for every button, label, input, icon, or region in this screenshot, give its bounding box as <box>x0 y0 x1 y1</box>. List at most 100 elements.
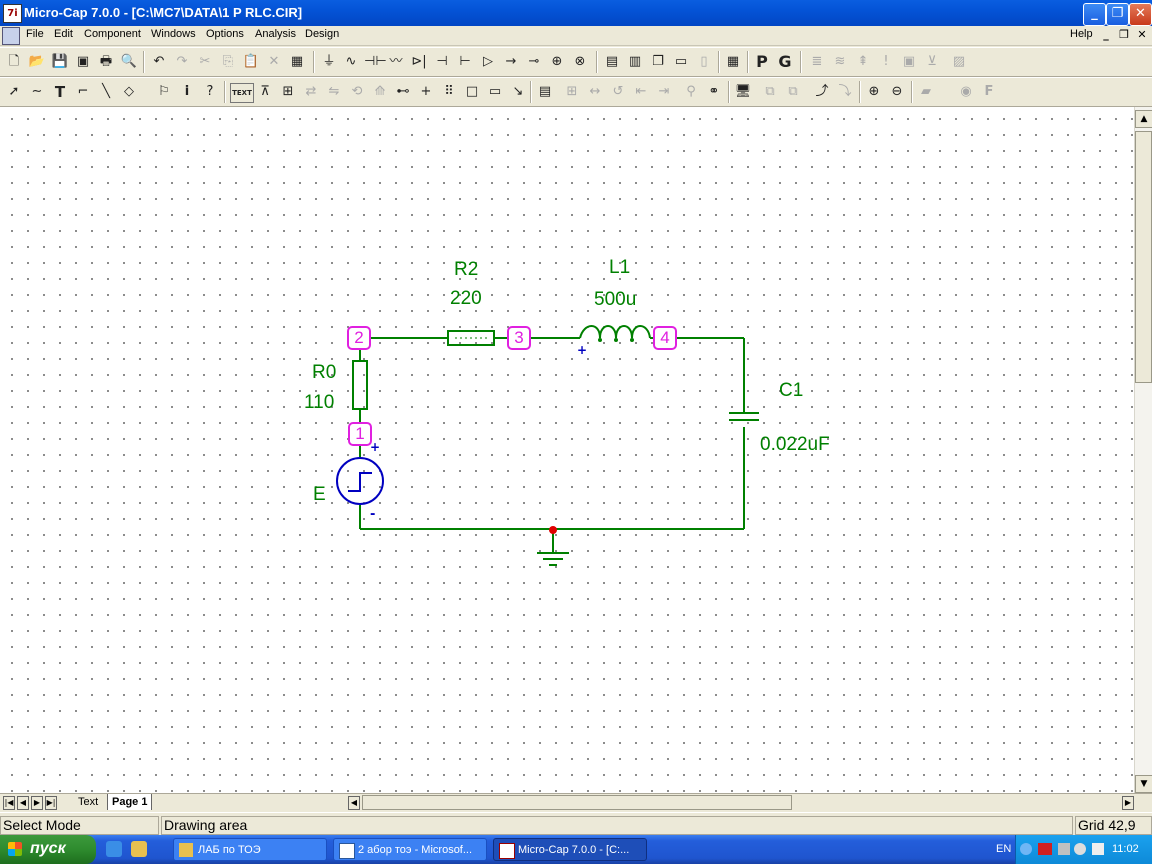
mdi-minimize-button[interactable]: _ <box>1103 28 1109 41</box>
battery-component-icon[interactable]: ⊣ <box>436 54 448 69</box>
select-all-icon[interactable]: ▦ <box>290 54 304 69</box>
title-block-icon[interactable]: ▭ <box>488 84 502 99</box>
copy-icon[interactable]: ⎘ <box>222 54 234 69</box>
border-icon[interactable]: □ <box>465 84 479 99</box>
scroll-up-button[interactable]: ▲ <box>1135 110 1152 128</box>
r2-value-label[interactable]: 220 <box>450 288 482 309</box>
ground-symbol[interactable] <box>537 552 569 566</box>
menu-edit[interactable]: Edit <box>54 28 73 40</box>
wires[interactable] <box>359 337 745 553</box>
p-letter-icon[interactable]: P <box>756 52 768 71</box>
vertical-scroll-thumb[interactable] <box>1135 131 1152 383</box>
g-letter-icon[interactable]: G <box>778 52 792 71</box>
monitor-icon[interactable]: 🖥 <box>734 84 752 99</box>
opamp-component-icon[interactable]: ▷ <box>483 54 493 69</box>
start-button[interactable]: пуск <box>0 835 96 864</box>
text-tool-icon[interactable]: T <box>54 83 66 101</box>
marker-icon[interactable]: ! <box>883 54 889 69</box>
minimize-button[interactable]: _ <box>1083 3 1106 26</box>
l1-value-label[interactable]: 500u <box>594 289 637 310</box>
rotate-left-icon[interactable]: ↺ <box>612 84 624 99</box>
scroll-down-button[interactable]: ▼ <box>1135 775 1152 793</box>
cascade-icon[interactable]: ❐ <box>652 54 664 69</box>
r0-name-label[interactable]: R0 <box>312 362 337 383</box>
capacitor-component-icon[interactable]: ⊣⊢ <box>364 54 387 69</box>
c1-name-label[interactable]: C1 <box>779 380 804 401</box>
resistor-r0[interactable] <box>352 360 368 410</box>
ie-quicklaunch-icon[interactable] <box>106 841 122 857</box>
ground-junction[interactable] <box>549 526 557 534</box>
ati-icon[interactable] <box>1038 843 1052 855</box>
horizontal-scroll-thumb[interactable] <box>362 795 792 810</box>
cut-icon[interactable]: ✂ <box>199 54 211 69</box>
return-icon[interactable]: ⤵ <box>838 84 852 99</box>
waveform-icon[interactable]: ≋ <box>834 54 846 69</box>
antivirus-icon[interactable] <box>1074 843 1086 855</box>
taskbar-button-folder[interactable]: ЛАБ по ТОЭ <box>173 838 327 861</box>
text-toggle-button[interactable]: TEXT <box>230 83 254 103</box>
scroll-left-button[interactable]: ◀ <box>348 796 360 810</box>
voltage-source-icon[interactable]: ⊗ <box>574 54 586 69</box>
zoom-in-icon[interactable]: ⊕ <box>868 84 880 99</box>
mdi-restore-button[interactable]: ❐ <box>1119 28 1129 41</box>
resistor-component-icon[interactable]: ∿ <box>345 54 357 69</box>
select-arrow-icon[interactable]: ➚ <box>8 84 20 99</box>
node-markers[interactable] <box>347 326 677 446</box>
menu-windows[interactable]: Windows <box>151 28 196 40</box>
tab-page-1[interactable]: Page 1 <box>107 794 153 810</box>
step-icon[interactable]: ⟰ <box>374 84 386 99</box>
menu-help[interactable]: Help <box>1070 28 1093 40</box>
goto-icon[interactable]: ⤴ <box>815 84 829 99</box>
info-icon[interactable]: i <box>184 84 190 99</box>
next-page-button[interactable]: ▶ <box>31 796 43 810</box>
c1-value-label[interactable]: 0.022uF <box>760 434 830 455</box>
maximize-button[interactable]: ❐ <box>1106 3 1129 26</box>
close-button[interactable]: ✕ <box>1129 3 1152 26</box>
flip-icon[interactable]: ⇄ <box>305 84 317 99</box>
save-icon[interactable]: 💾 <box>51 54 69 69</box>
app-icon[interactable]: 7i <box>3 4 22 23</box>
probe-icon[interactable]: ⇞ <box>857 54 869 69</box>
grid-icon[interactable]: ⠿ <box>444 84 454 99</box>
palette-icon[interactable]: ◉ <box>960 84 972 99</box>
redo-icon[interactable]: ↷ <box>176 54 188 69</box>
bring-front-icon[interactable]: ⧉ <box>765 84 775 99</box>
open-file-icon[interactable]: 📂 <box>28 54 46 69</box>
align-icon[interactable]: ⊞ <box>566 84 578 99</box>
menu-design[interactable]: Design <box>305 28 340 40</box>
capacitor-c1[interactable] <box>729 412 759 421</box>
ground-component-icon[interactable]: ⏚ <box>322 54 336 69</box>
e-name-label[interactable]: E <box>313 484 326 505</box>
probe-cursor-icon[interactable]: ↘ <box>512 84 524 99</box>
split-icon[interactable]: ▯ <box>700 54 708 69</box>
diode-component-icon[interactable]: ⊳| <box>411 54 427 69</box>
network-icon[interactable] <box>1058 843 1070 855</box>
cross-icon[interactable]: + <box>420 84 432 99</box>
send-back-icon[interactable]: ⧉ <box>788 84 798 99</box>
document-icon[interactable] <box>2 27 20 45</box>
mdi-close-button[interactable]: ✕ <box>1137 28 1147 41</box>
npn-component-icon[interactable]: ⊢ <box>459 54 471 69</box>
window-icon[interactable]: ▭ <box>674 54 688 69</box>
resistor-r2[interactable] <box>447 330 495 346</box>
source-component-icon[interactable]: ⊕ <box>551 54 563 69</box>
diagonal-wire-icon[interactable]: ╲ <box>102 84 110 99</box>
zoom-out-icon[interactable]: ⊖ <box>891 84 903 99</box>
explorer-quicklaunch-icon[interactable] <box>131 841 147 857</box>
bus-icon[interactable]: ≣ <box>811 54 823 69</box>
delete-icon[interactable]: ✕ <box>268 54 280 69</box>
taskbar-button-word[interactable]: 2 абор тоэ - Microsof... <box>333 838 487 861</box>
pin-component-icon[interactable]: ⊸ <box>528 54 540 69</box>
language-indicator[interactable]: EN <box>996 843 1012 855</box>
menu-analysis[interactable]: Analysis <box>255 28 296 40</box>
schematic-canvas[interactable]: 2 3 4 1 R2 220 L1 500u C1 0.022uF R0 110… <box>0 107 1134 793</box>
shapes-icon[interactable]: ◇ <box>124 84 134 99</box>
node-numbers-icon[interactable]: ⊼ <box>260 84 270 99</box>
l1-name-label[interactable]: L1 <box>609 257 631 278</box>
inductor-component-icon[interactable]: 〰 <box>389 54 403 69</box>
taskbar-button-microcap[interactable]: Micro-Cap 7.0.0 - [C:... <box>493 838 647 861</box>
new-file-icon[interactable]: 🗋 <box>8 54 20 69</box>
inductor-l1[interactable] <box>579 325 651 339</box>
tile-vertical-icon[interactable]: ▥ <box>628 54 642 69</box>
undo-icon[interactable]: ↶ <box>153 54 165 69</box>
